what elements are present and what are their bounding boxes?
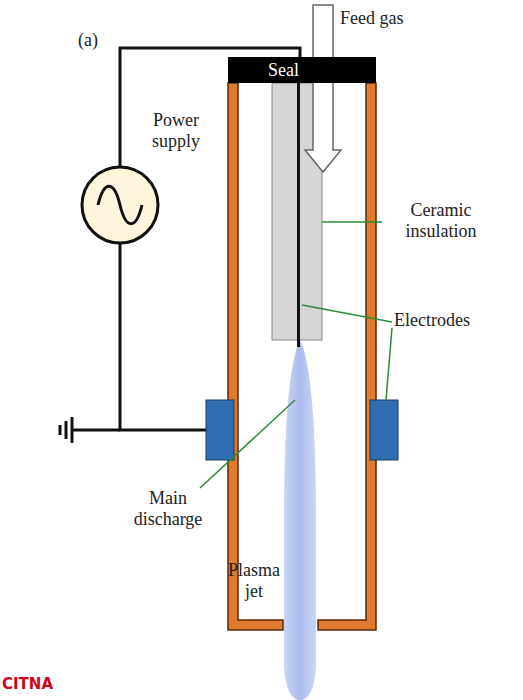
ring-electrode	[370, 400, 398, 460]
feed-gas-arrow	[305, 5, 341, 172]
plasma-jet	[284, 340, 316, 700]
sine-symbol	[98, 186, 142, 224]
part-label: Electrodes	[394, 310, 494, 331]
ac-source	[82, 167, 158, 243]
node-label: Seal	[268, 60, 299, 81]
ring-electrode	[206, 400, 234, 460]
center-electrode	[297, 60, 300, 347]
seal-block: Seal	[228, 57, 376, 83]
panel-letter: (a)	[78, 30, 118, 51]
part-label: Main discharge	[118, 488, 218, 529]
part-label: Plasma jet	[226, 560, 282, 601]
ground-wire	[72, 429, 120, 432]
leader-lines	[200, 222, 392, 488]
part-label: Power supply	[140, 110, 212, 151]
ground-wire	[120, 243, 206, 430]
part-label: Feed gas	[340, 8, 430, 29]
part-label: Ceramic insulation	[386, 200, 496, 241]
ground-symbol	[60, 417, 72, 443]
watermark: CITNA	[2, 676, 82, 693]
